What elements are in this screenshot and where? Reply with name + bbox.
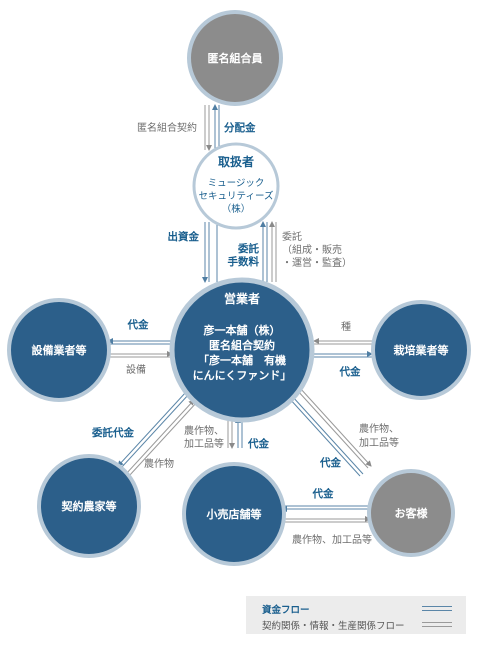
cust-pay-label: 代金: [319, 456, 341, 469]
customer-label: お客様: [395, 506, 429, 520]
commission-label-2: 手数料: [228, 255, 260, 268]
farmer-pay-label: 委託代金: [91, 426, 134, 439]
operator-desc-line4: にんにくファンド」: [193, 369, 292, 382]
retailer-label: 小売店舗等: [206, 507, 262, 521]
operator-desc-line3: 「彦一本舗 有機: [198, 353, 286, 367]
handler-name-line2: セキュリティーズ: [199, 190, 274, 202]
farmer-goods-label: 農作物: [144, 457, 174, 470]
node-operator: 営業者 彦一本舗（株） 匿名組合契約 「彦一本舗 有機 にんにくファンド」: [169, 277, 315, 423]
equip-goods-label: 設備: [126, 363, 146, 376]
legend: 資金フロー 契約関係・情報・生産関係フロー: [246, 596, 466, 634]
node-farmer: 契約農家等: [37, 454, 141, 558]
node-equipment: 設備業者等: [7, 298, 111, 402]
legend-contract-label: 契約関係・情報・生産関係フロー: [262, 621, 405, 632]
investor-label: 匿名組合員: [208, 51, 263, 65]
commission-label-1: 委託: [237, 242, 259, 255]
consign-label-1: 委託: [282, 230, 302, 243]
operator-desc-line1: 彦一本舗（株）: [204, 323, 281, 337]
operator-title: 営業者: [224, 291, 260, 306]
retail-goods-label-1: 農作物、: [184, 424, 224, 437]
legend-money-line: [422, 606, 452, 611]
flow-labels: 匿名組合契約 分配金 出資金 委託 手数料 委託 （組成・販売 ・運営・監査） …: [91, 121, 399, 546]
operator-desc-line2: 匿名組合契約: [209, 338, 275, 352]
node-retailer: 小売店舗等: [182, 462, 286, 566]
handler-name-line1: ミュージック: [208, 178, 265, 189]
anon-contract-label: 匿名組合契約: [137, 121, 197, 134]
cust-goods-label-2: 加工品等: [359, 436, 399, 449]
grower-pay-label: 代金: [339, 365, 361, 378]
farmer-label: 契約農家等: [61, 499, 117, 513]
legend-contract-line: [422, 622, 452, 627]
equipment-label: 設備業者等: [32, 343, 87, 357]
consign-label-3: ・運営・監査）: [282, 256, 352, 269]
dividend-label: 分配金: [224, 121, 256, 134]
handler-title: 取扱者: [218, 154, 254, 169]
consign-label-2: （組成・販売: [282, 243, 342, 256]
cust-goods-label-1: 農作物、: [359, 422, 399, 435]
node-grower: 栽培業者等: [371, 300, 471, 400]
seed-label: 種: [341, 320, 351, 333]
flow-lines: [107, 104, 373, 523]
retail-pay-label: 代金: [247, 437, 269, 450]
equip-pay-label: 代金: [127, 318, 149, 331]
handler-name-line3: （株）: [222, 203, 251, 215]
investment-label: 出資金: [168, 230, 200, 243]
node-customer: お客様: [367, 469, 455, 557]
retail-goods-label-2: 加工品等: [184, 437, 224, 450]
cust-pay2-label: 代金: [312, 487, 334, 500]
cust-goods2-label: 農作物、加工品等: [292, 533, 372, 546]
grower-label: 栽培業者等: [394, 343, 449, 357]
node-handler: 取扱者 ミュージック セキュリティーズ （株）: [192, 142, 280, 230]
legend-money-label: 資金フロー: [262, 605, 310, 616]
node-investor: 匿名組合員: [187, 10, 283, 106]
